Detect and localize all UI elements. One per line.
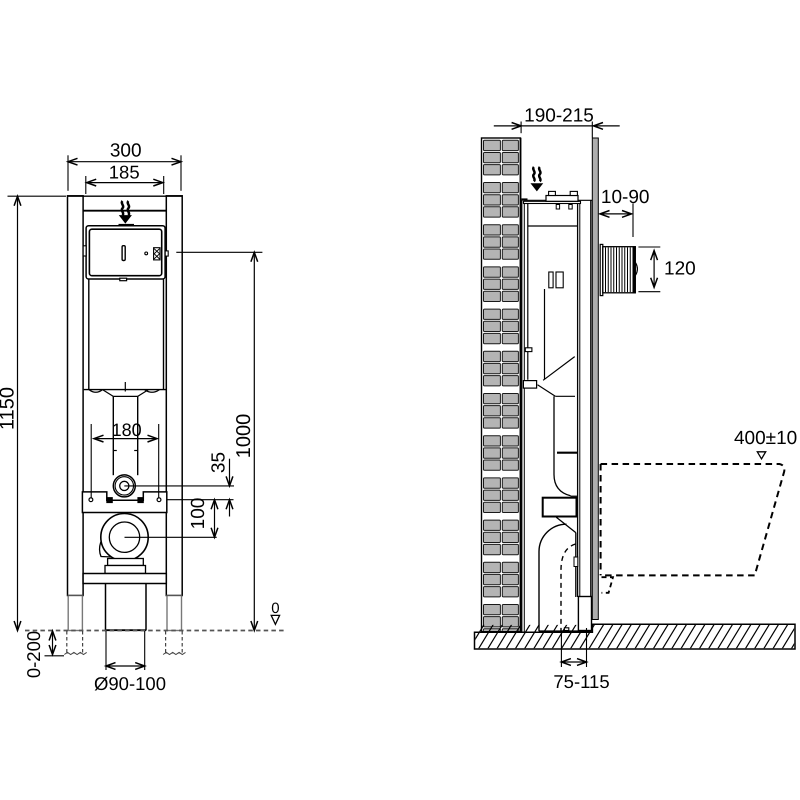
svg-text:185: 185 [109, 161, 140, 182]
svg-text:120: 120 [664, 258, 696, 279]
svg-text:190-215: 190-215 [524, 105, 594, 126]
svg-text:35: 35 [209, 452, 230, 473]
svg-text:Ø90-100: Ø90-100 [94, 673, 166, 694]
svg-text:300: 300 [110, 140, 142, 161]
svg-text:0-200: 0-200 [23, 631, 44, 678]
svg-text:10-90: 10-90 [601, 187, 650, 208]
svg-text:400±10: 400±10 [734, 428, 797, 449]
svg-text:100: 100 [188, 498, 209, 530]
svg-text:75-115: 75-115 [553, 671, 609, 692]
svg-text:180: 180 [112, 420, 142, 440]
svg-text:1150: 1150 [0, 387, 18, 430]
svg-text:0: 0 [271, 600, 279, 617]
svg-text:1000: 1000 [233, 414, 255, 459]
